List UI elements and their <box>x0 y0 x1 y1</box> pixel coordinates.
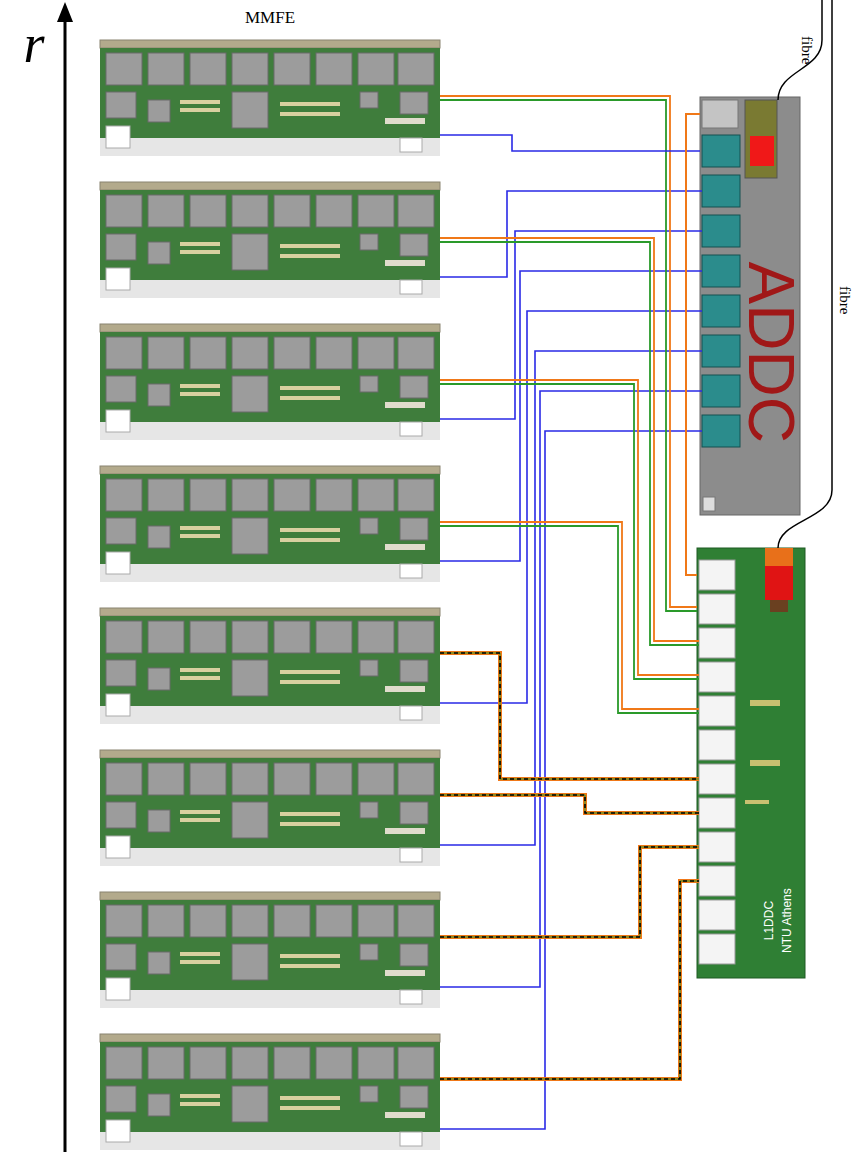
wire <box>440 881 699 1079</box>
wire <box>440 522 699 709</box>
fibre-line <box>778 0 822 100</box>
wire <box>440 847 699 937</box>
mmfe-board <box>100 1034 440 1150</box>
r-axis <box>64 14 67 1152</box>
board-node: ADDC <box>700 97 800 515</box>
wire <box>440 431 702 1129</box>
board-heading: MMFE <box>245 9 295 28</box>
addc-connectors <box>702 135 740 447</box>
board-node: MMFE <box>100 0 440 156</box>
cable-wire <box>440 135 700 151</box>
wire <box>440 191 702 277</box>
mmfe-board <box>100 608 440 724</box>
wire <box>440 653 699 779</box>
cable <box>440 96 697 611</box>
board-name: ADDC <box>735 262 805 443</box>
cable-wire <box>440 100 697 611</box>
fibre-label: fibre <box>799 36 816 64</box>
cable-wire <box>440 96 697 607</box>
wire <box>440 795 699 813</box>
wire <box>440 242 699 645</box>
l1ddc-connectors <box>699 560 735 964</box>
wire <box>440 238 699 641</box>
wire <box>440 391 702 987</box>
fibre-label: fibre <box>837 286 854 314</box>
mmfe-board <box>100 324 440 440</box>
wire <box>440 847 699 937</box>
cable-wire <box>686 114 700 575</box>
mmfe-board <box>100 892 440 1008</box>
wire <box>440 653 699 779</box>
wire <box>440 384 699 679</box>
wires <box>440 191 702 1129</box>
board-name: L1DDC <box>763 900 776 939</box>
axis-label: r <box>24 15 45 74</box>
mmfe-board <box>100 40 440 156</box>
mmfe-board <box>100 750 440 866</box>
l1ddc-board <box>697 548 805 978</box>
wire <box>440 526 699 713</box>
board-maker: NTU Athens <box>780 888 793 953</box>
wire <box>440 795 699 813</box>
wire <box>440 847 699 937</box>
mmfe-board <box>100 182 440 298</box>
cable <box>440 135 700 151</box>
wire <box>440 881 699 1079</box>
wire <box>440 881 699 1079</box>
board-node: L1DDC NTU Athens <box>697 548 805 978</box>
cable <box>686 114 700 575</box>
wire <box>440 351 702 845</box>
mmfe-board <box>100 466 440 582</box>
wire <box>440 271 702 561</box>
wire <box>440 380 699 675</box>
wire <box>440 653 699 779</box>
r-axis-head <box>57 2 73 22</box>
wire <box>440 795 699 813</box>
